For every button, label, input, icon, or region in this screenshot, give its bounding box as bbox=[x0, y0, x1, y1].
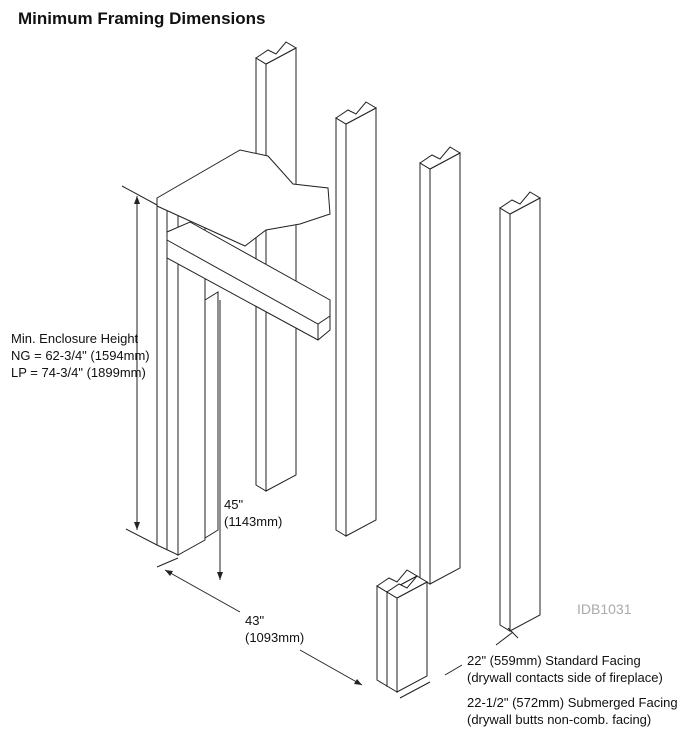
height-45-label: 45" (1143mm) bbox=[224, 497, 283, 529]
stud-short-a-side bbox=[376, 585, 388, 687]
width-43-label: 43" (1093mm) bbox=[245, 613, 305, 645]
dimension-lines bbox=[121, 185, 519, 699]
drawing-id: IDB1031 bbox=[577, 601, 632, 617]
stud-4-top bbox=[499, 191, 542, 215]
submerged-facing-label: 22-1/2" (572mm) Submerged Facing (drywal… bbox=[467, 695, 678, 727]
stud-3-top bbox=[419, 146, 462, 170]
diagram-title: Minimum Framing Dimensions bbox=[18, 9, 266, 28]
stud-2-side bbox=[335, 117, 347, 537]
stud-4-side bbox=[499, 207, 511, 632]
stud-2-top bbox=[335, 101, 378, 125]
stud-4-face bbox=[509, 197, 541, 632]
standard-facing-label: 22" (559mm) Standard Facing (drywall con… bbox=[467, 653, 663, 685]
stud-back-top bbox=[255, 41, 298, 65]
stud-short-b-side bbox=[386, 591, 398, 693]
stud-short-b-face bbox=[396, 581, 428, 693]
stud-3-side bbox=[419, 162, 431, 585]
front-post bbox=[156, 195, 206, 556]
stud-short-b-top bbox=[386, 575, 429, 599]
header-beam bbox=[166, 221, 331, 539]
stud-2-face bbox=[345, 107, 377, 537]
enclosure-height-label: Min. Enclosure Height NG = 62-3/4" (1594… bbox=[11, 331, 150, 380]
studs bbox=[255, 41, 542, 693]
stud-3-face bbox=[429, 152, 461, 585]
